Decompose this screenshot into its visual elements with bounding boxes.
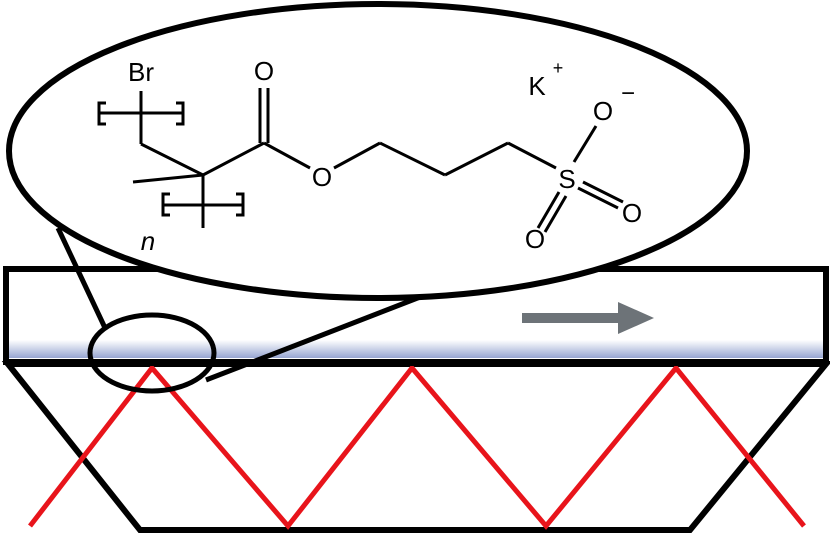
bottom-bracket-left <box>161 192 170 217</box>
ester-oxygen-label: O <box>312 162 332 192</box>
carbonyl-oxygen-label: O <box>254 56 274 86</box>
sulfur-label: S <box>558 164 575 194</box>
sulfonate-oxygen-top-label: O <box>593 96 613 126</box>
magnifier-connector-left <box>55 226 109 332</box>
flow-direction-arrow <box>522 302 654 334</box>
potassium-charge-label: + <box>553 58 564 78</box>
sulfonate-oxygen-bottom-label: O <box>525 224 545 254</box>
repeat-unit-label: n <box>141 226 155 256</box>
zoom-callout-ellipse <box>6 1 750 301</box>
magnifier-small-ellipse <box>87 312 217 394</box>
sulfonate-oxygen-right-label: O <box>622 198 642 228</box>
bottom-bracket-right <box>236 192 245 217</box>
potassium-ion-label: K <box>528 71 546 101</box>
laser-beam-path <box>28 364 806 530</box>
chemical-structure <box>97 88 624 233</box>
oxide-charge-label: − <box>621 80 635 107</box>
polymer-brush-layer <box>9 340 823 358</box>
bromine-label: Br <box>128 57 154 87</box>
